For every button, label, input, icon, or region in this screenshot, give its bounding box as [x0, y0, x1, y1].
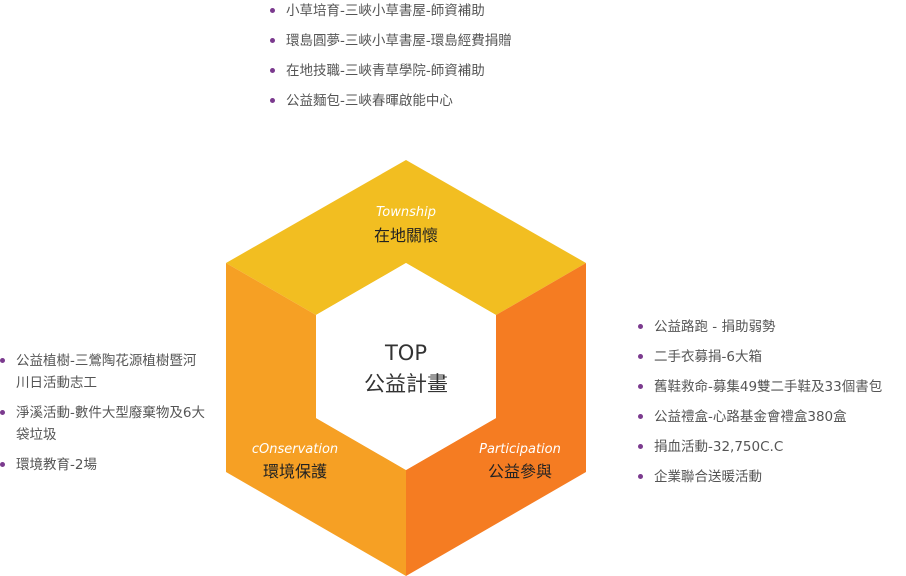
- township-zh-label: 在地關懷: [374, 226, 438, 245]
- center-title: TOP: [384, 341, 427, 365]
- bullet-icon: [638, 414, 643, 419]
- list-item: 企業聯合送暖活動: [638, 466, 906, 488]
- bullet-icon: [638, 474, 643, 479]
- bullet-icon: [270, 98, 275, 103]
- bullet-icon: [0, 462, 5, 467]
- bullet-icon: [638, 324, 643, 329]
- list-item: 公益麵包-三峽春暉啟能中心: [270, 90, 512, 112]
- participation-zh-label: 公益參與: [488, 462, 552, 481]
- bullet-icon: [0, 410, 5, 415]
- list-item: 環島圓夢-三峽小草書屋-環島經費捐贈: [270, 30, 512, 52]
- conservation-zh-label: 環境保護: [263, 462, 327, 481]
- list-item: 舊鞋救命-募集49雙二手鞋及33個書包: [638, 376, 906, 398]
- bullet-icon: [270, 38, 275, 43]
- township-activity-list: 小草培育-三峽小草書屋-師資補助 環島圓夢-三峽小草書屋-環島經費捐贈 在地技職…: [270, 0, 512, 120]
- township-en-label: Township: [376, 205, 436, 220]
- list-item: 捐血活動-32,750C.C: [638, 436, 906, 458]
- township-segment: [226, 160, 586, 315]
- participation-segment: [406, 263, 586, 576]
- list-item: 公益植樹-三鶯陶花源植樹暨河川日活動志工: [0, 350, 205, 394]
- bullet-icon: [638, 384, 643, 389]
- conservation-activity-list: 公益植樹-三鶯陶花源植樹暨河川日活動志工 淨溪活動-數件大型廢棄物及6大袋垃圾 …: [0, 350, 205, 484]
- conservation-en-label: cOnservation: [252, 442, 338, 457]
- participation-activity-list: 公益路跑 - 捐助弱勢 二手衣募捐-6大箱 舊鞋救命-募集49雙二手鞋及33個書…: [638, 316, 906, 496]
- list-item: 二手衣募捐-6大箱: [638, 346, 906, 368]
- bullet-icon: [270, 8, 275, 13]
- bullet-icon: [638, 444, 643, 449]
- center-subtitle: 公益計畫: [364, 372, 448, 396]
- list-item: 淨溪活動-數件大型廢棄物及6大袋垃圾: [0, 402, 205, 446]
- bullet-icon: [0, 358, 5, 363]
- list-item: 公益禮盒-心路基金會禮盒380盒: [638, 406, 906, 428]
- participation-en-label: Participation: [479, 442, 561, 457]
- list-item: 公益路跑 - 捐助弱勢: [638, 316, 906, 338]
- list-item: 環境教育-2場: [0, 454, 205, 476]
- conservation-segment: [226, 263, 406, 576]
- center-hexagon: [316, 263, 496, 470]
- bullet-icon: [270, 68, 275, 73]
- list-item: 在地技職-三峽青草學院-師資補助: [270, 60, 512, 82]
- bullet-icon: [638, 354, 643, 359]
- list-item: 小草培育-三峽小草書屋-師資補助: [270, 0, 512, 22]
